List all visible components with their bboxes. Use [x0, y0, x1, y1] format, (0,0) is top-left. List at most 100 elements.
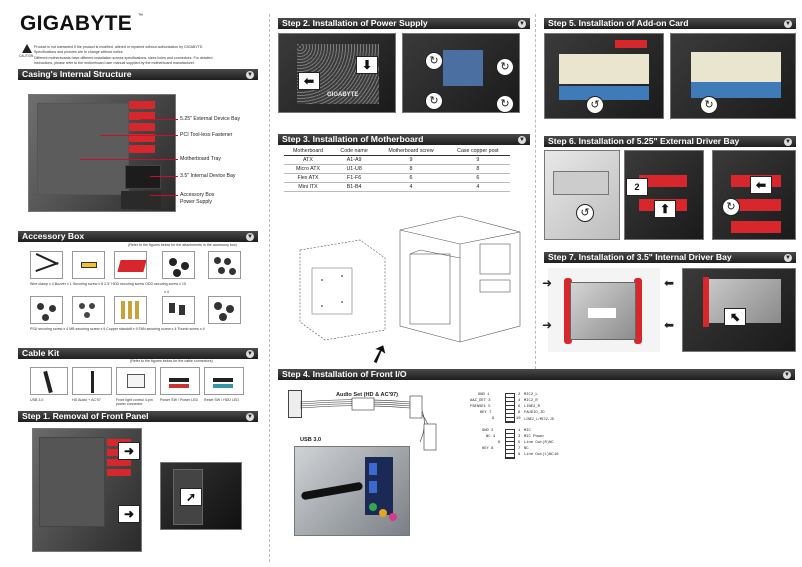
cable-label-power-sw: Power SW / Power LED — [160, 398, 199, 402]
table-cell: 9 — [445, 155, 510, 165]
accessory-mb-screw — [72, 296, 105, 324]
chevron-down-icon: ▼ — [784, 253, 792, 262]
brand-logo: GIGABYTE — [20, 12, 133, 35]
section-title: Step 6. Installation of 5.25" External D… — [548, 136, 740, 146]
pin-label: MIC2_L — [524, 393, 538, 397]
casing-label-pci-fastener: PCI Tool-less Fastener — [180, 132, 233, 138]
table-cell: B1-B4 — [331, 182, 377, 192]
pin-number: 5 — [518, 441, 521, 445]
middle-column: Step 2. Installation of Power Supply ▼ G… — [270, 0, 795, 567]
right-column: Step 5. Installation of Add-on Card ▼ ↺ … — [536, 0, 802, 567]
arrow-up-right-icon: ➚ — [180, 488, 202, 506]
section-step-7: Step 7. Installation of 3.5" Internal Dr… — [544, 252, 796, 263]
cable-label-hd-audio: HD Audio + AC'97 — [72, 398, 101, 402]
table-cell: 6 — [376, 173, 446, 183]
caution-icon — [22, 44, 32, 53]
arrow-left-icon: ⬅ — [298, 72, 320, 90]
table-cell: ATX — [284, 155, 332, 165]
section-title: Step 5. Installation of Add-on Card — [548, 18, 689, 28]
motherboard-table: Motherboard Code name Motherboard screw … — [284, 147, 510, 192]
pin-number: 10 — [516, 417, 521, 421]
pin-number: 9 — [518, 453, 521, 457]
pin-label: LINE2_R — [524, 405, 540, 409]
pin-label: GND 2 — [482, 429, 494, 433]
table-cell: Micro ATX — [284, 164, 332, 174]
step5-photo-card-insert — [544, 33, 664, 119]
table-cell: Flex ATX — [284, 173, 332, 183]
chevron-down-icon: ▼ — [246, 232, 254, 241]
step6-photo-bay-locked — [712, 150, 796, 240]
arrow-up-icon: ⬆ — [654, 200, 676, 218]
table-cell: F1-F6 — [331, 173, 377, 183]
accessory-x4: x 4 — [164, 290, 169, 294]
chevron-down-icon: ▼ — [246, 412, 254, 421]
pin-number: 4 — [518, 399, 521, 403]
table-cell: 6 — [445, 173, 510, 183]
table-row: ATX A1-A9 9 9 — [284, 155, 510, 165]
audio-set-label: Audio Set (HD & AC'97) — [336, 392, 399, 398]
step7-photo-hdd — [548, 268, 660, 352]
step1-photo-detail — [160, 462, 242, 530]
arrow-left-icon: ⬅ — [664, 276, 675, 290]
rotate-left-icon: ↺ — [576, 204, 594, 222]
usb3-label: USB 3.0 — [300, 437, 322, 443]
pin-label: Line Out(R)NC — [524, 441, 554, 445]
section-step-2: Step 2. Installation of Power Supply ▼ — [278, 18, 530, 29]
cable-note: (Refer to the figures below for the cabl… — [130, 359, 213, 363]
caution-line-1: Product is not warranted if the product … — [34, 45, 204, 49]
casing-label-mb-tray: Motherboard Tray — [180, 156, 221, 162]
table-row: Micro ATX U1-U8 8 8 — [284, 164, 510, 174]
section-title: Step 4. Installation of Front I/O — [282, 369, 407, 379]
casing-label-power-supply: Power Supply — [180, 199, 213, 205]
casing-label-accessory-box: Accessory Box — [180, 192, 215, 198]
arrow-right-icon: ➜ — [118, 505, 140, 523]
table-cell: 4 — [376, 182, 446, 192]
table-header: Motherboard — [284, 147, 332, 156]
section-title: Step 2. Installation of Power Supply — [282, 18, 428, 28]
arrow-right-icon: ➜ — [118, 442, 140, 460]
pin-label: MIC — [524, 429, 531, 433]
cable-hd-audio — [72, 367, 112, 395]
arrow-left-icon: ⬅ — [750, 176, 772, 194]
pin-label: AAZ_DET 3 — [470, 399, 491, 403]
pin-number: 2 — [518, 393, 521, 397]
section-step-3: Step 3. Installation of Motherboard ▼ — [278, 134, 530, 145]
chevron-down-icon: ▼ — [784, 19, 792, 28]
section-accessory-box: Accessory Box ▼ — [18, 231, 258, 242]
pin-label: KEY 8 — [482, 447, 494, 451]
step1-photo-case — [32, 428, 142, 552]
accessory-securing-screw — [114, 251, 147, 279]
pin-label: NC 4 — [486, 435, 496, 439]
pin-label: LINE2_L/MIC2-JD — [524, 417, 554, 421]
chevron-down-icon: ▼ — [518, 135, 526, 144]
casing-label-35-bay: 3.5" Internal Device Bay — [180, 173, 236, 179]
table-cell: 8 — [445, 164, 510, 174]
pin-number: 8 — [518, 411, 521, 415]
table-cell: Mini ITX — [284, 182, 332, 192]
cable-label-front-light: Front light control 4-pin power connecto… — [116, 398, 153, 406]
chevron-down-icon: ▼ — [246, 70, 254, 79]
accessory-odd-screw — [208, 251, 241, 279]
pin-label: MIC2_R — [524, 399, 538, 403]
brand-trademark: ™ — [138, 13, 143, 19]
casing-label-525-bay: 5.25" External Device Bay — [180, 116, 241, 122]
section-cable-kit: Cable Kit ▼ — [18, 348, 258, 359]
chevron-down-icon: ▼ — [783, 370, 791, 379]
section-title: Casing's Internal Structure — [22, 69, 132, 79]
accessory-wire-clamp — [30, 251, 63, 279]
pin-label: FSENSE1 5 — [470, 405, 491, 409]
left-column: GIGABYTE ™ CAUTION Product is not warran… — [0, 0, 268, 567]
section-step-5: Step 5. Installation of Add-on Card ▼ — [544, 18, 796, 29]
section-step-1: Step 1. Removal of Front Panel ▼ — [18, 411, 258, 422]
cable-reset-sw — [204, 367, 244, 395]
rotate-right-icon: ↻ — [700, 96, 718, 114]
motherboard-install-diagram — [299, 215, 521, 343]
screw-rotate-icon: ↻ — [496, 95, 514, 113]
pin-number: 6 — [518, 405, 521, 409]
accessory-row-1-labels: Wire clamp x 4 Buzzer x 1 Securing screw… — [30, 282, 186, 286]
cable-label-usb3: USB 3.0 — [30, 398, 44, 402]
caution-line-2: Specifications and pictures are to chang… — [34, 50, 124, 54]
cable-power-sw — [160, 367, 200, 395]
chevron-down-icon: ▼ — [518, 19, 526, 28]
chevron-down-icon: ▼ — [246, 349, 254, 358]
